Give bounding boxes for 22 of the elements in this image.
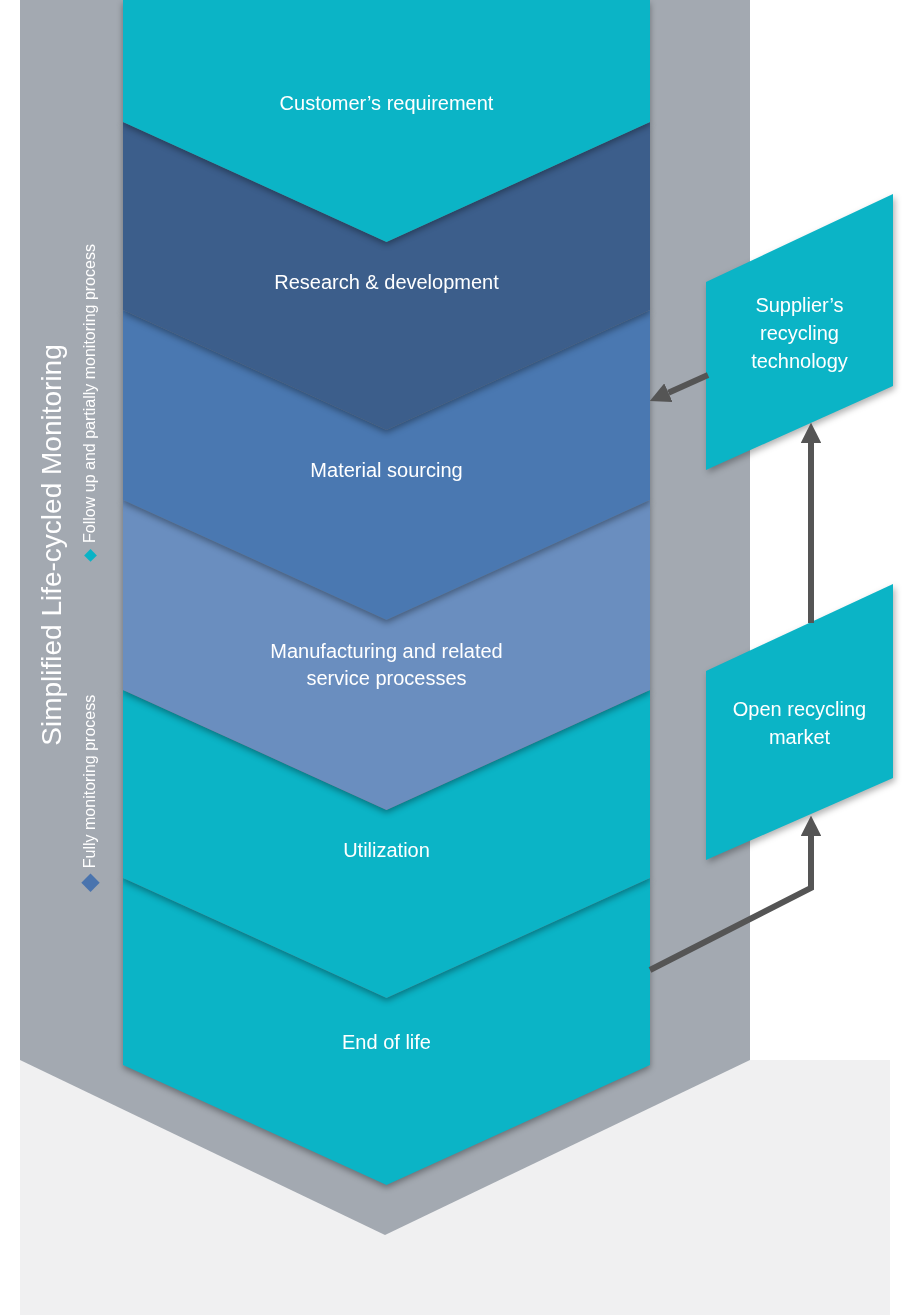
stage-label: End of life: [341, 1029, 432, 1055]
stage-label: Utilization: [342, 837, 431, 863]
stage-label: Customer’s requirement: [278, 90, 495, 116]
box-label: Supplier’s recycling technology: [750, 293, 849, 374]
chevron-stage: [123, 310, 650, 620]
chevron-stage: [123, 122, 650, 430]
stage-label: Manufacturing and related service processes: [269, 639, 504, 691]
arrow: [648, 815, 822, 973]
chevron-stage: [123, 690, 650, 998]
box-label: Open recycling market: [731, 697, 868, 751]
parallelogram-box: [706, 584, 893, 860]
legend-text: Follow up and partially monitoring process: [80, 244, 99, 543]
chevron-stage: [123, 878, 650, 1185]
chevron-stage: [123, 0, 650, 242]
arrow: [800, 422, 822, 623]
arrow: [649, 372, 710, 402]
legend-text: Fully monitoring process: [80, 694, 99, 869]
stage-label: Research & development: [273, 269, 500, 295]
chevron-stage: [123, 500, 650, 810]
stage-label: Material sourcing: [309, 457, 464, 483]
parallelogram-box: [706, 194, 893, 470]
band-title: Simplified Life-cycled Monitoring: [35, 344, 68, 746]
